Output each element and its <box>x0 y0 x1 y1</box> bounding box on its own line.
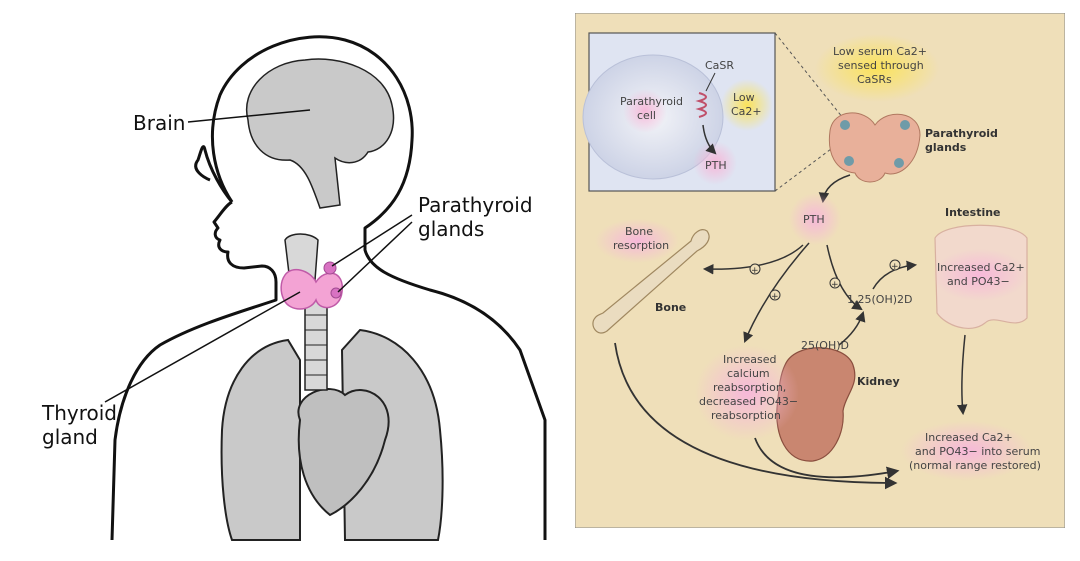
inset-pth: PTH <box>705 159 727 172</box>
inset-casr: CaSR <box>705 59 734 72</box>
label-brain: Brain <box>133 111 185 135</box>
calcium-pathway-panel: CaSR Parathyroid cell Low Ca2+ PTH Low s… <box>574 12 1066 529</box>
vitd-active: 1,25(OH)2D <box>847 293 912 306</box>
plus-sign-bone: + <box>751 266 759 276</box>
body-outline <box>110 35 547 541</box>
inset-cell-1: Parathyroid <box>620 95 683 108</box>
kidney-label: Kidney <box>857 375 900 388</box>
glands-label-2: glands <box>925 141 967 154</box>
serum-effect-3: (normal range restored) <box>909 459 1041 472</box>
inset-low-1: Low <box>733 91 755 104</box>
bone-label: Bone <box>655 301 686 314</box>
bone-resorption-2: resorption <box>613 239 669 252</box>
anatomy-illustration: Brain Parathyroid glands Thyroid gland <box>41 35 547 541</box>
kidney-effect-4: decreased PO43− <box>699 395 798 408</box>
bone-resorption-1: Bone <box>625 225 653 238</box>
parathyroid-leader-2 <box>337 221 413 293</box>
parathyroid-leader-1 <box>331 214 413 267</box>
plus-sign-kidney: + <box>771 292 779 302</box>
glands-label-1: Parathyroid <box>925 127 998 140</box>
inset-low-2: Ca2+ <box>731 105 762 118</box>
parathyroid-dot-lower <box>330 287 342 299</box>
pth-center: PTH <box>803 213 825 226</box>
label-thyroid-2: gland <box>42 425 98 449</box>
plus-sign-vitd: + <box>831 280 839 290</box>
heart <box>297 388 390 517</box>
serum-effect-1: Increased Ca2+ <box>925 431 1013 444</box>
sensor-line-3: CaSRs <box>857 73 892 86</box>
kidney-effect-5: reabsorption <box>711 409 781 422</box>
pathway-svg: CaSR Parathyroid cell Low Ca2+ PTH Low s… <box>574 12 1066 529</box>
label-thyroid-1: Thyroid <box>41 401 117 425</box>
sensor-line-2: sensed through <box>838 59 924 72</box>
right-lung <box>340 328 444 541</box>
bone-shape <box>592 229 710 334</box>
intestine-effect-1: Increased Ca2+ <box>937 261 1025 274</box>
brain-shape <box>245 58 395 209</box>
vitd-precursor: 25(OH)D <box>801 339 849 352</box>
sensor-line-1: Low serum Ca2+ <box>833 45 927 58</box>
kidney-effect-1: Increased <box>723 353 777 366</box>
kidney-effect-3: reabsorption, <box>713 381 786 394</box>
thyroid-leader <box>104 291 301 403</box>
intestine-effect-2: and PO43− <box>947 275 1010 288</box>
label-parathyroid-1: Parathyroid <box>418 193 533 217</box>
plus-sign-intestine: + <box>891 262 899 272</box>
anatomy-svg: Brain Parathyroid glands Thyroid gland <box>41 35 547 541</box>
intestine-label: Intestine <box>945 206 1001 219</box>
kidney-effect-2: calcium <box>727 367 770 380</box>
left-lung <box>220 338 301 541</box>
brain-leader <box>187 109 311 123</box>
inset-cell-2: cell <box>637 109 656 122</box>
label-parathyroid-2: glands <box>418 217 484 241</box>
serum-effect-2: and PO43− into serum <box>915 445 1040 458</box>
thyroid-gland <box>280 268 343 310</box>
casr-receptor <box>695 92 707 118</box>
